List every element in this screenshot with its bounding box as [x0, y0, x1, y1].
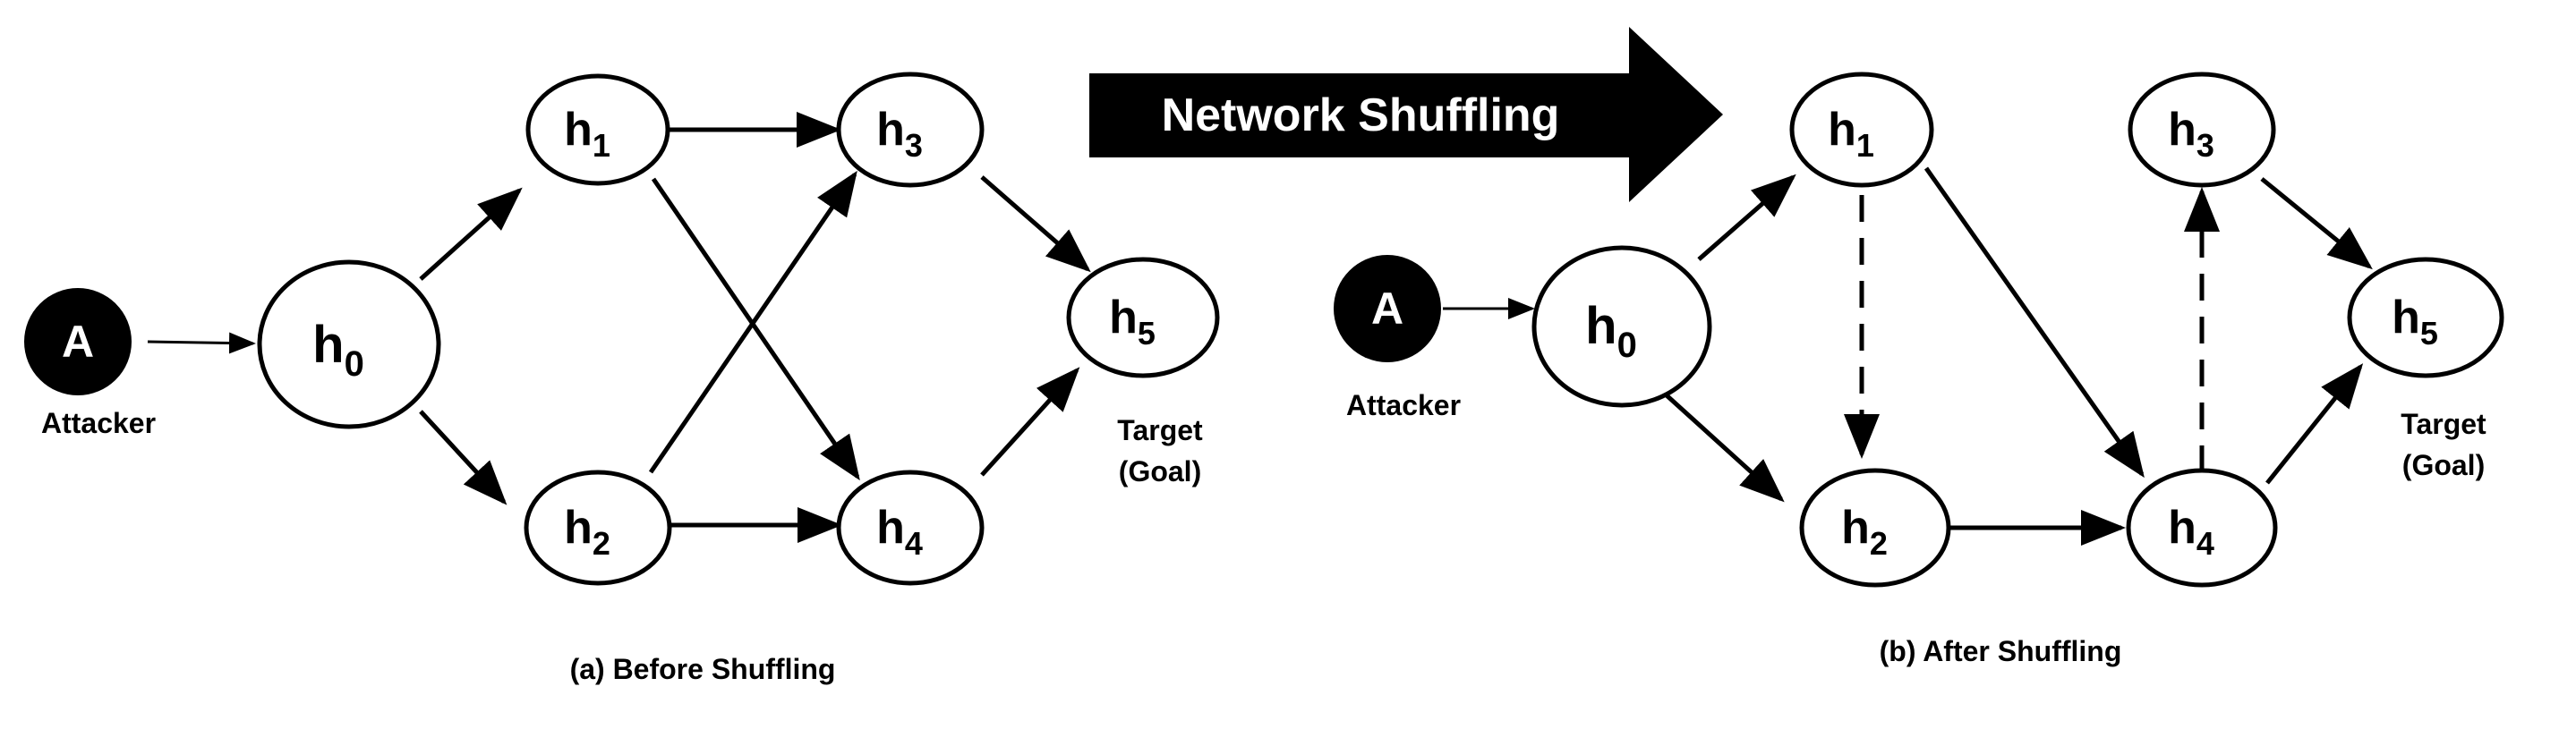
node-label: h: [876, 104, 905, 156]
node-label: h: [564, 502, 593, 554]
edge-h1-h4: [651, 177, 860, 481]
node-subscript: 2: [593, 525, 610, 562]
before-node-h3: h3: [836, 72, 985, 188]
before-node-h1: h1: [525, 73, 670, 186]
target-label-line1: Target: [2401, 408, 2486, 440]
edge-h0-h2: [1656, 386, 1785, 503]
before-node-h4: h4: [836, 470, 985, 586]
after-node-h2: h2: [1799, 468, 1951, 588]
network-shuffling-banner: Network Shuffling: [1089, 27, 1723, 202]
svg-text:h3: h3: [2168, 104, 2214, 164]
node-subscript: 2: [1870, 525, 1888, 562]
banner-arrow-shape: [1089, 27, 1723, 202]
attacker-node: [24, 288, 132, 395]
attacker-symbol: A: [62, 317, 94, 367]
before-edges: [147, 112, 1091, 543]
edge-h3-h5: [980, 175, 1091, 273]
after-shuffling-graph: A Attacker h0 h1 h2 h3 h4 h5 Target: [1334, 72, 2504, 667]
attacker-node: [1334, 255, 1441, 362]
target-label-line2: (Goal): [1119, 455, 1201, 487]
svg-text:h4: h4: [876, 502, 923, 562]
edge-h1-h4: [1923, 166, 2145, 479]
before-node-h0: h0: [257, 259, 441, 429]
svg-text:h2: h2: [564, 502, 610, 562]
node-subscript: 5: [1138, 315, 1156, 352]
after-edges: [1443, 166, 2373, 546]
before-shuffling-graph: A Attacker h0 h1 h2 h3 h4 h5 Target: [24, 72, 1220, 685]
edge-h2-h3: [648, 170, 857, 474]
edge-h4-h5: [2265, 363, 2364, 485]
before-node-h5: h5: [1066, 257, 1220, 378]
target-label-line2: (Goal): [2402, 449, 2485, 481]
svg-text:h1: h1: [564, 104, 610, 164]
edge-h3-h5: [2260, 177, 2373, 270]
node-label: h: [1841, 502, 1870, 554]
node-subscript: 3: [2196, 127, 2214, 164]
node-label: h: [1585, 297, 1616, 355]
svg-text:h2: h2: [1841, 502, 1888, 562]
caption-after: (b) After Shuffling: [1880, 635, 2122, 667]
after-node-h1: h1: [1789, 72, 1934, 188]
svg-text:h5: h5: [1109, 292, 1156, 352]
node-label: h: [2168, 104, 2196, 156]
after-node-h5: h5: [2347, 257, 2504, 378]
node-label: h: [564, 104, 593, 156]
node-subscript: 0: [345, 344, 364, 384]
node-label: h: [876, 502, 905, 554]
edge-h0-h1: [1697, 174, 1796, 261]
edge-h4-h5: [980, 367, 1080, 477]
after-attacker: A Attacker: [1334, 255, 1461, 421]
after-node-h0: h0: [1531, 245, 1712, 408]
node-label: h: [2168, 502, 2196, 554]
svg-text:h0: h0: [1585, 297, 1637, 365]
target-label-line1: Target: [1117, 414, 1203, 446]
attacker-label: Attacker: [1346, 389, 1461, 421]
node-subscript: 4: [905, 525, 923, 562]
node-label: h: [2392, 292, 2420, 343]
node-subscript: 5: [2420, 315, 2438, 352]
attacker-symbol: A: [1371, 284, 1403, 334]
after-node-h3: h3: [2128, 72, 2276, 188]
banner-label: Network Shuffling: [1162, 89, 1560, 141]
after-node-h4: h4: [2126, 468, 2278, 588]
node-subscript: 1: [1856, 127, 1874, 164]
svg-text:h0: h0: [312, 316, 364, 384]
svg-text:h1: h1: [1828, 104, 1874, 164]
svg-text:h3: h3: [876, 104, 923, 164]
svg-text:h4: h4: [2168, 502, 2214, 562]
caption-before: (a) Before Shuffling: [570, 653, 836, 685]
node-label: h: [1828, 104, 1856, 156]
node-subscript: 0: [1617, 326, 1637, 365]
attacker-label: Attacker: [41, 407, 156, 439]
before-attacker: A Attacker: [24, 288, 156, 439]
node-subscript: 1: [593, 127, 610, 164]
before-node-h2: h2: [524, 470, 672, 586]
node-subscript: 3: [905, 127, 923, 164]
edge-h0-h1: [419, 187, 523, 281]
node-label: h: [1109, 292, 1138, 343]
node-subscript: 4: [2196, 525, 2214, 562]
node-label: h: [312, 316, 344, 374]
edge-h0-h2: [419, 410, 508, 505]
svg-text:h5: h5: [2392, 292, 2438, 352]
edge-attacker-h0: [147, 332, 256, 354]
